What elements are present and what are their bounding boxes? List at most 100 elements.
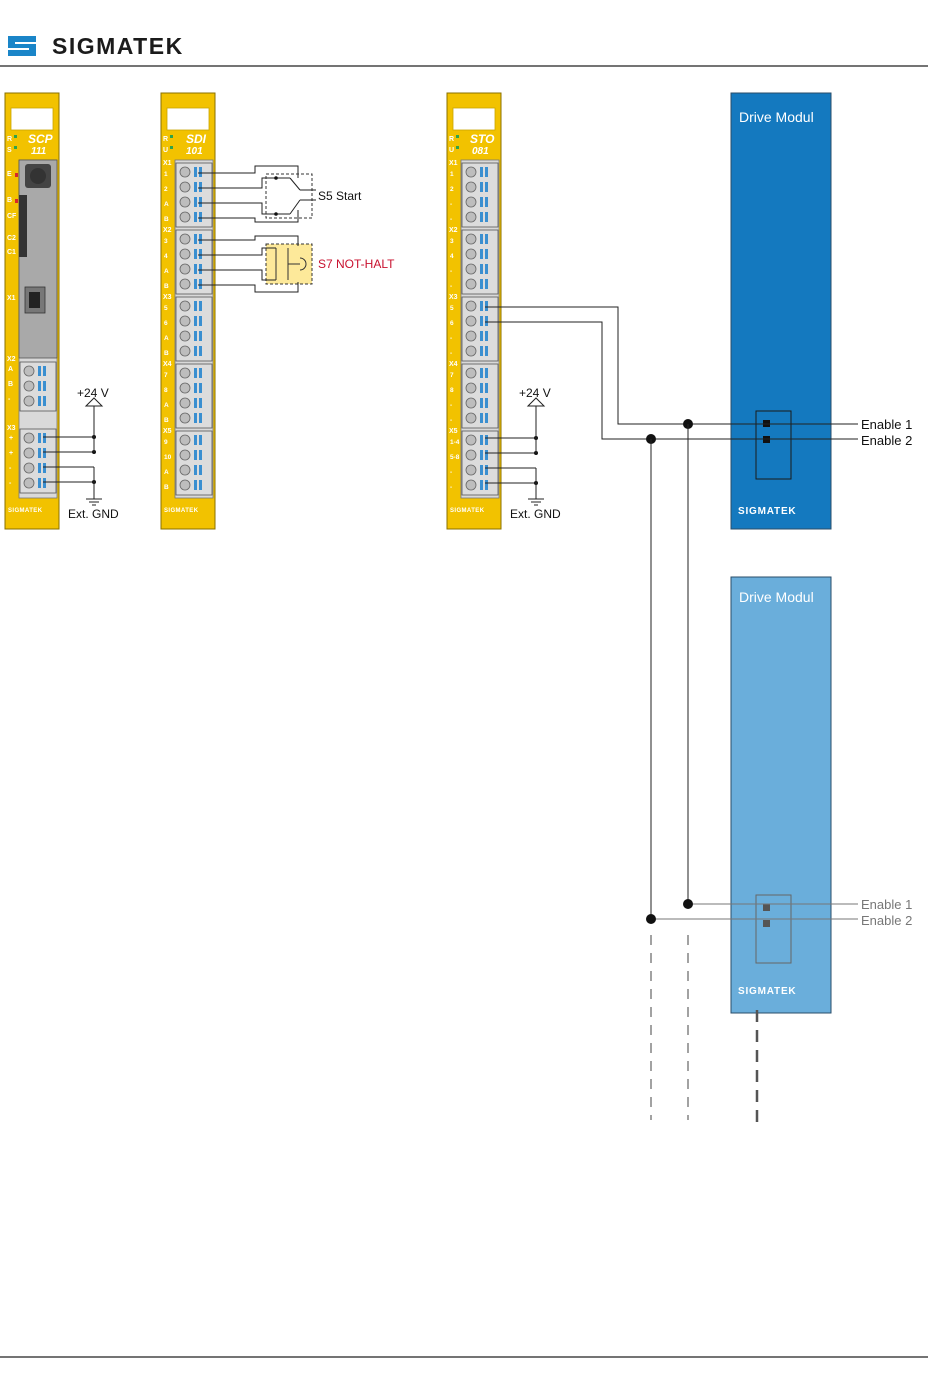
scp-connector-x1: X1 (7, 295, 16, 302)
scp-connector-x3: X3 (7, 425, 16, 432)
sto-module-pin-label: 2 (450, 186, 454, 193)
plus24-left-label: +24 V (77, 386, 109, 400)
terminal-screw-icon (465, 278, 477, 290)
sdi-module-pin-label: 5 (164, 305, 168, 312)
terminal-screw-icon (179, 233, 191, 245)
sto-module-pin-label: - (450, 469, 452, 476)
terminal-screw-icon (23, 462, 35, 474)
status-led-icon (456, 135, 459, 138)
drive2-enable2-label: Enable 2 (861, 913, 912, 928)
sdi-module-pin-label: B (164, 216, 169, 223)
error-led-icon (15, 173, 18, 177)
sdi-module-pin-label: A (164, 469, 169, 476)
terminal-screw-icon (23, 477, 35, 489)
ground-symbol-icon (86, 498, 102, 506)
sdi-module-pin-label: 10 (164, 454, 172, 461)
scp-connector-x2: X2 (7, 356, 16, 363)
terminal-screw-icon (465, 345, 477, 357)
mushroom-button-icon (299, 257, 307, 271)
sdi-module-pin-label: A (164, 201, 169, 208)
terminal-screw-icon (465, 233, 477, 245)
plus24-right-label: +24 V (519, 386, 551, 400)
switch-contact-icon (274, 176, 278, 180)
sto-module-pin-label: 1 (450, 171, 454, 178)
sdi-module-pin-label: A (164, 402, 169, 409)
sdi-module-pin-label: B (164, 484, 169, 491)
drive-module-2-enable-terminal (755, 894, 792, 964)
terminal-screw-icon (179, 211, 191, 223)
status-led-icon (14, 135, 17, 138)
scp-module-label-window (10, 107, 54, 131)
sto-module-side-label: R (449, 136, 454, 143)
terminal-screw-icon (465, 382, 477, 394)
sto-module-number: 081 (472, 146, 489, 157)
sdi-module-side-label: R (163, 136, 168, 143)
wire (198, 177, 280, 189)
terminal-screw-icon (179, 449, 191, 461)
scp-module-name: SCP (28, 132, 54, 146)
terminal-screw-icon (465, 196, 477, 208)
sto-module-pin-label: - (450, 335, 452, 342)
header: SIGMATEK (0, 33, 928, 67)
terminal-screw-icon (465, 367, 477, 379)
scp-module-side-label: S (7, 147, 12, 154)
terminal-screw-icon (465, 315, 477, 327)
terminal-screw-icon (179, 367, 191, 379)
sto-module-pin-label: - (450, 484, 452, 491)
sdi-module-terminal-block (175, 296, 213, 362)
sdi-module-terminal-block (175, 430, 213, 496)
sdi-module-pin-label: 9 (164, 439, 168, 446)
brand-name: SIGMATEK (52, 33, 184, 59)
terminal-screw-icon (465, 412, 477, 424)
sto-module-pin-label: 8 (450, 387, 454, 394)
scp-x3-pin-label: - (9, 480, 12, 487)
sto-module-pin-label: - (450, 216, 452, 223)
sdi-module-pin-label: B (164, 283, 169, 290)
sdi-module-pin-label: 2 (164, 186, 168, 193)
drive2-footer: SIGMATEK (738, 986, 796, 997)
status-led-icon (170, 146, 173, 149)
drive1-footer: SIGMATEK (738, 506, 796, 517)
sdi-module-terminal-block (175, 229, 213, 295)
scp-module-number: 111 (31, 146, 47, 157)
sto-module-footer: SIGMATEK (450, 508, 485, 514)
drive-module-2 (730, 576, 832, 1014)
sdi-module-pin-label: 3 (164, 238, 168, 245)
terminal-screw-icon (179, 166, 191, 178)
wire (198, 165, 299, 178)
supply-arrow-icon (526, 397, 546, 407)
sto-module-terminal-block (461, 296, 499, 362)
terminal-screw-icon (465, 248, 477, 260)
terminal-screw-icon (179, 181, 191, 193)
terminal-screw-icon (179, 300, 191, 312)
s5-start-label: S5 Start (318, 189, 362, 203)
drive-module-2-body (730, 576, 832, 1014)
gnd-right-label: Ext. GND (510, 507, 561, 521)
sto-module-connector-label: X1 (449, 160, 458, 167)
sdi-module-footer: SIGMATEK (164, 508, 199, 514)
wire (198, 235, 299, 246)
terminal-screw-icon (179, 412, 191, 424)
sto-module-pin-label: 1-4 (450, 439, 460, 446)
status-led-icon (170, 135, 173, 138)
sto-module-pin-label: - (450, 268, 452, 275)
terminal-screw-icon (179, 196, 191, 208)
drive1-title: Drive Modul (739, 109, 814, 125)
sto-module-pin-label: 6 (450, 320, 454, 327)
terminal-screw-icon (465, 479, 477, 491)
terminal-screw-icon (23, 380, 35, 392)
sdi-module-terminal-block (175, 162, 213, 228)
sto-module-pin-label: 3 (450, 238, 454, 245)
drive1-enable1-label: Enable 1 (861, 417, 912, 432)
wire (198, 247, 276, 256)
gnd-left-label: Ext. GND (68, 507, 119, 521)
scp-module-side-label: C2 (7, 235, 16, 242)
drive-module-1 (730, 92, 832, 530)
terminal-screw-icon (465, 300, 477, 312)
sto-module-pin-label: - (450, 283, 452, 290)
sto-module-connector-label: X2 (449, 227, 458, 234)
sdi-module-connector-label: X1 (163, 160, 172, 167)
